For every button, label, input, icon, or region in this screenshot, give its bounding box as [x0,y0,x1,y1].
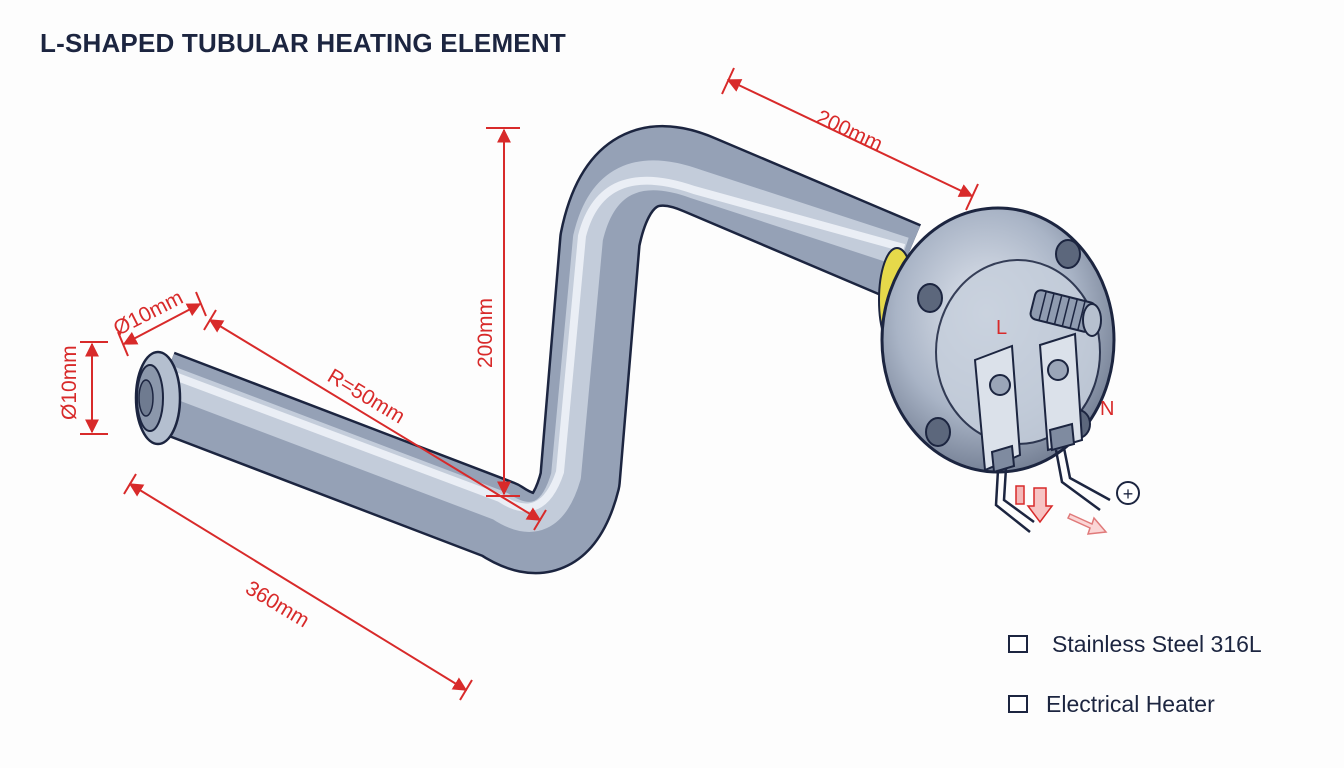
current-arrow-icon [1015,485,1108,535]
bolt-hole [1055,239,1081,269]
bolt-hole [917,283,943,313]
live-terminal-label: L [996,317,1007,339]
legend-label: Electrical Heater [1046,690,1215,717]
dim-tube-diameter-side: Ø10mm [58,345,81,420]
page-title: L-SHAPED TUBULAR HEATING ELEMENT [40,28,566,58]
legend: Stainless Steel 316L Electrical Heater [1008,628,1262,720]
legend-item-electrical-heater[interactable]: Electrical Heater [1008,688,1262,720]
lead-wires [994,447,1111,533]
checkbox-icon[interactable] [1008,695,1028,713]
checkbox-icon[interactable] [1008,635,1028,653]
plus-circle-icon: + [1116,481,1140,505]
legend-label: Stainless Steel 316L [1052,630,1262,657]
threaded-stud [1029,289,1102,337]
terminal-screw-live [989,374,1011,396]
flange [880,206,1116,535]
dim-bottom-length: 360mm [241,577,313,633]
bolt-hole [925,417,951,447]
tube [134,125,922,575]
neutral-terminal-label: N [1100,398,1114,420]
dim-vertical-height: 200mm [474,298,497,368]
svg-text:+: + [1123,484,1134,504]
terminal-screw-neutral [1047,359,1069,381]
dim-flange-length: 200mm [813,106,886,156]
legend-item-stainless-steel[interactable]: Stainless Steel 316L [1008,628,1262,660]
terminal-block [973,332,1084,474]
